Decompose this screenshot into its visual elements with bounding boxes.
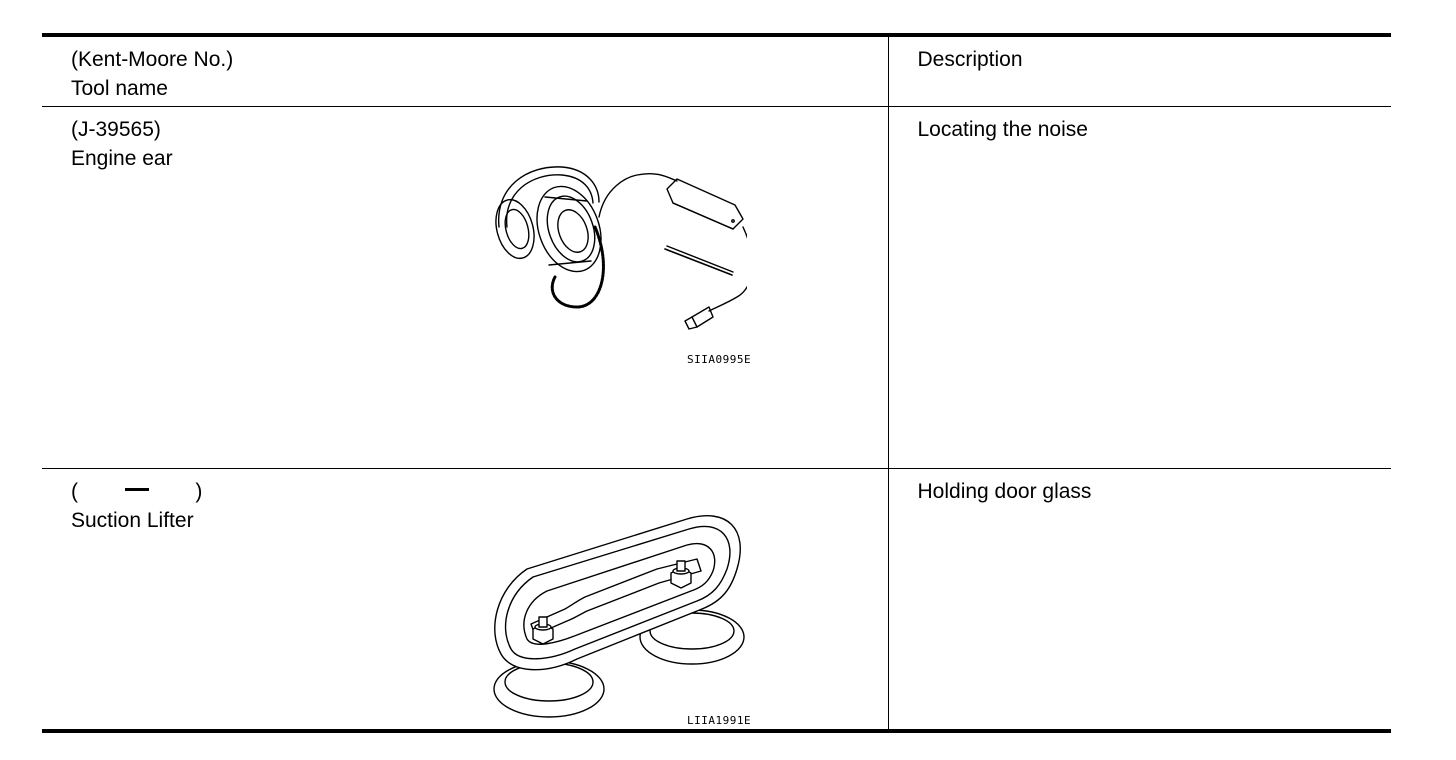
description-cell: Locating the noise [888, 106, 1391, 469]
tool-description: Locating the noise [917, 117, 1088, 141]
header-kent-moore-label: (Kent-Moore No.) [71, 48, 234, 71]
table-header-row: (Kent-Moore No.) Tool name Description [42, 33, 1391, 107]
tool-name: Engine ear [71, 146, 173, 170]
tool-description: Holding door glass [917, 479, 1092, 503]
no-number-dash [124, 488, 149, 492]
table-row: (J-39565) Engine ear [42, 106, 1391, 469]
figure-code: LIIA1991E [687, 713, 752, 727]
header-description-label: Description [917, 48, 1023, 71]
tool-cell-engine-ear: (J-39565) Engine ear [42, 106, 889, 469]
header-tool-name-label: Tool name [71, 77, 168, 100]
header-description-cell: Description [888, 33, 1391, 107]
headphones-stethoscope-icon [495, 165, 747, 330]
tool-name: Suction Lifter [71, 508, 194, 532]
suction-lifter-icon [493, 514, 745, 718]
table-row: ( ) Suction Lifter [42, 468, 1391, 733]
special-service-tools-table: (Kent-Moore No.) Tool name Description (… [42, 33, 1391, 733]
figure-code: SIIA0995E [687, 352, 752, 366]
description-cell: Holding door glass [888, 468, 1391, 733]
tool-cell-suction-lifter: ( ) Suction Lifter [42, 468, 889, 733]
header-tool-cell: (Kent-Moore No.) Tool name [42, 33, 889, 107]
tool-part-number: (J-39565) [71, 117, 161, 141]
tool-part-number: ( ) [71, 479, 203, 503]
